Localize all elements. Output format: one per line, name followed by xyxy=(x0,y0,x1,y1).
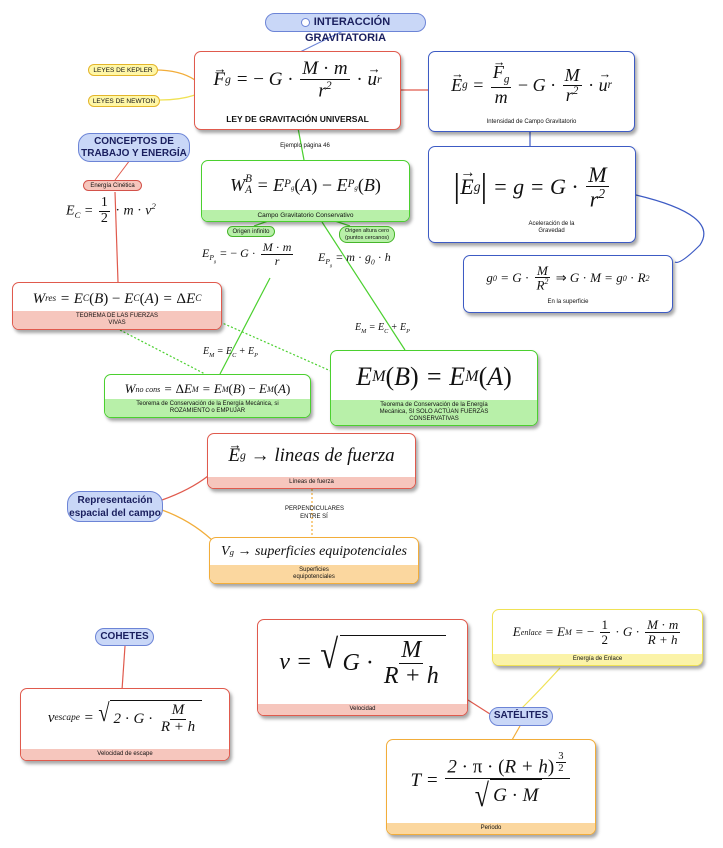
caption-superficie: En la superficie xyxy=(547,299,589,305)
link-satelites-velocidad xyxy=(467,699,491,715)
link-satelites-enlace xyxy=(521,667,561,709)
formula-lineas: Eg → lineas de fuerza xyxy=(208,434,415,478)
circle-dot-icon xyxy=(300,17,310,27)
caption-conservacion-no: Teorema de Conservación de la Energía Me… xyxy=(105,399,310,417)
formula-em-left: EM = EC + EP xyxy=(203,346,258,359)
formula-intensidad: Eg = Fgm − G · Mr2 · ur xyxy=(429,52,634,118)
caption-periodo: Periodo xyxy=(387,823,595,834)
node-aceleracion: |Eg| = g = G · Mr2 Aceleración de la Gra… xyxy=(428,146,636,243)
link-fuerza-campo xyxy=(297,127,305,161)
link-ep-cons xyxy=(321,221,406,351)
caption-intensidad: Intensidad de Campo Gravitatorio xyxy=(486,119,577,125)
tag-origen-infinito: Origen infinito xyxy=(227,226,275,237)
node-lineas-fuerza: Eg → lineas de fuerza Líneas de fuerza xyxy=(207,433,416,489)
link-teorema-cons xyxy=(219,321,334,373)
link-rep-superficies xyxy=(161,509,213,541)
formula-ep-altura: EPg = m · g0 · h xyxy=(318,250,391,268)
superficies-text: superficies equipotenciales xyxy=(254,544,407,559)
main-title: INTERACCIÓN GRAVITATORIA xyxy=(265,13,426,44)
formula-aceleracion: |Eg| = g = G · Mr2 xyxy=(429,147,635,227)
link-energia-teorema xyxy=(114,191,119,283)
tag-newton: LEYES DE NEWTON xyxy=(88,95,160,107)
link-satelites-periodo xyxy=(511,725,521,741)
caption-velocidad: Velocidad xyxy=(258,704,467,715)
tag-origen-altura: Origen altura cero (puntos cercanos) xyxy=(339,226,395,243)
link-cohetes xyxy=(121,645,126,691)
formula-fuerza: Fg = − G · M · mr2 · ur xyxy=(195,52,400,108)
caption-lineas: Líneas de fuerza xyxy=(208,477,415,488)
tag-energia-cinetica: Energía Cinética xyxy=(83,180,142,191)
main-title-text: INTERACCIÓN GRAVITATORIA xyxy=(304,16,391,44)
link-kepler xyxy=(154,69,196,81)
caption-conservacion-si: Teorema de Conservación de la Energía Me… xyxy=(331,400,537,425)
lineas-fuerza-text: lineas de fuerza xyxy=(274,445,395,466)
topic-cohetes: COHETES xyxy=(95,628,154,646)
link-newton xyxy=(159,94,196,101)
caption-enlace: Energía de Enlace xyxy=(493,654,702,665)
topic-satelites: SATÉLITES xyxy=(489,707,553,726)
caption-escape: Velocidad de escape xyxy=(21,749,229,760)
label-ejemplo: Ejemplo página 46 xyxy=(280,143,330,149)
link-aceleracion-superficie xyxy=(635,194,705,263)
caption-superficies: Superficies equipotenciales xyxy=(210,565,418,583)
tag-kepler: LEYES DE KEPLER xyxy=(88,64,158,76)
caption-fuerzas-vivas: TEOREMA DE LAS FUERZAS VIVAS xyxy=(13,311,221,329)
formula-em-right: EM = EC + EP xyxy=(355,322,410,335)
caption-campo-conservativo: Campo Gravitatorio Conservativo xyxy=(202,210,409,221)
topic-trabajo-energia: CONCEPTOS DE TRABAJO Y ENERGÍA xyxy=(78,133,190,162)
caption-ley-gravitacion: LEY DE GRAVITACIÓN UNIVERSAL xyxy=(226,114,369,124)
link-rep-lineas xyxy=(161,475,209,501)
caption-aceleracion: Aceleración de la Gravedad xyxy=(528,221,575,234)
label-perpendiculares: PERPENDICULARES ENTRE SÍ xyxy=(285,506,345,520)
link-pill-energia xyxy=(114,159,131,181)
node-intensidad: Eg = Fgm − G · Mr2 · ur Intensidad de Ca… xyxy=(428,51,635,132)
link-ep-noncons xyxy=(219,277,271,375)
topic-representacion: Representación espacial del campo xyxy=(67,491,163,522)
node-ley-gravitacion: Fg = − G · M · mr2 · ur LEY DE GRAVITACI… xyxy=(194,51,401,130)
link-title-fuerza xyxy=(299,29,346,53)
link-teorema-noncons xyxy=(119,329,206,375)
